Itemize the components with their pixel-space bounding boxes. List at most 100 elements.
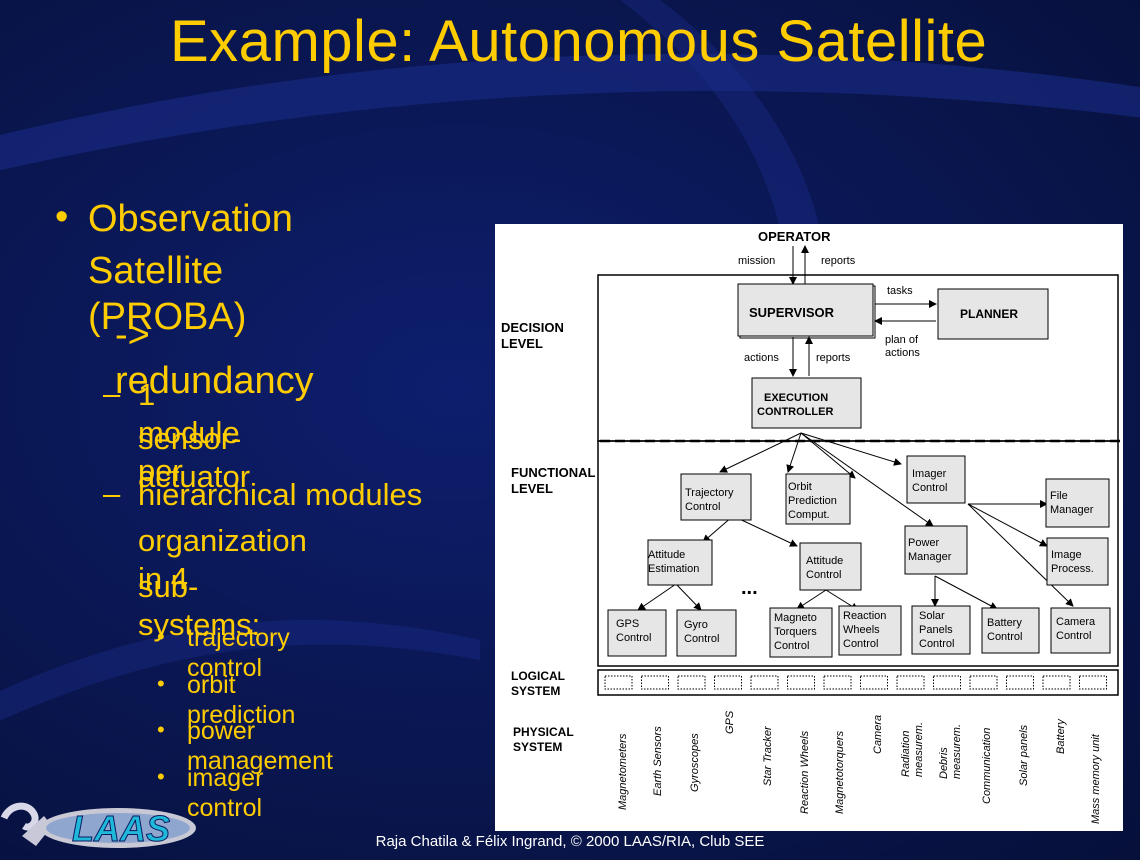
magneto-control-label: Control [774, 640, 809, 652]
subsystem-item: power management [187, 717, 333, 775]
bullet-marker: • [157, 717, 165, 742]
image-process-label: Image [1051, 549, 1082, 561]
imager-control-module: Imager Control [906, 455, 966, 504]
gyro-control-label: Gyro [684, 619, 708, 631]
supervisor-label: SUPERVISOR [749, 305, 835, 320]
attitude-estimation-label: Attitude [648, 549, 685, 561]
tasks-label: tasks [887, 285, 913, 297]
solar-panels-control-module: Solar Panels Control [911, 605, 971, 655]
file-manager-module: File Manager [1045, 478, 1110, 528]
bullet-marker: • [55, 196, 69, 238]
bullet-main-line2: Satellite (PROBA) [88, 250, 247, 338]
plan-of-actions-label: actions [885, 347, 920, 359]
magneto-torquers-control-module: Magneto Torquers Control [769, 607, 833, 658]
decision-level-label: LEVEL [501, 336, 543, 351]
logical-cell [1006, 675, 1034, 690]
architecture-diagram-svg: OPERATOR mission reports DECISION LEVEL … [501, 229, 1120, 824]
orbit-prediction-module: Orbit Prediction Comput. [785, 473, 851, 525]
bullet-main-line1: Observation [88, 198, 293, 240]
logical-cell [604, 675, 633, 690]
reaction-control-label: Reaction [843, 610, 886, 622]
attitude-estimation-label: Estimation [648, 563, 699, 575]
battery-control-label: Control [987, 631, 1022, 643]
physical-radiation: measurem. [913, 722, 925, 777]
trajectory-control-module: Trajectory Control [680, 473, 752, 521]
physical-mass-memory-unit: Mass memory unit [1090, 733, 1102, 824]
solar-control-label: Solar [919, 610, 945, 622]
physical-battery: Battery [1055, 718, 1067, 754]
gps-control-label: GPS [616, 618, 639, 630]
gyro-control-label: Control [684, 633, 719, 645]
physical-earth-sensors: Earth Sensors [652, 726, 664, 796]
slide-title: Example: Autonomous Satellite [170, 9, 988, 74]
dash-marker: – [103, 376, 121, 411]
file-manager-label: File [1050, 490, 1068, 502]
image-process-module: Image Process. [1046, 537, 1109, 586]
solar-control-label: Panels [919, 624, 953, 636]
reports-top-label: reports [821, 255, 856, 267]
dispatch-arrows [637, 432, 1074, 611]
reaction-control-label: Control [843, 638, 878, 650]
actions-label: actions [744, 352, 779, 364]
gps-control-module: GPS Control [607, 609, 667, 657]
architecture-diagram: OPERATOR mission reports DECISION LEVEL … [495, 224, 1123, 831]
logical-cell [823, 675, 852, 690]
battery-control-module: Battery Control [981, 607, 1040, 654]
execution-controller-box [751, 377, 862, 429]
logical-cell [1042, 675, 1071, 690]
supervisor-box [737, 283, 874, 337]
sub2-line1: hierarchical modules [138, 477, 423, 512]
orbit-label: Prediction [788, 495, 837, 507]
reports-mid-label: reports [816, 352, 851, 364]
imager-label: Control [912, 482, 947, 494]
trajectory-label: Control [685, 501, 720, 513]
magneto-control-label: Torquers [774, 626, 817, 638]
logical-cell [750, 675, 779, 690]
physical-star-tracker: Star Tracker [762, 725, 774, 786]
execution-controller-label: EXECUTION [764, 392, 828, 404]
physical-radiation: Radiation [900, 731, 912, 777]
subsystem-item: orbit prediction [187, 671, 296, 729]
camera-control-label: Camera [1056, 616, 1096, 628]
decision-level-label: DECISION [501, 320, 564, 335]
more-modules-ellipsis: ... [741, 577, 758, 599]
sub1-line1: 1 module per [138, 377, 240, 488]
physical-debris: measurem. [951, 724, 963, 779]
logical-system-label: SYSTEM [511, 684, 560, 698]
logo-text: LAAS [72, 808, 170, 849]
file-manager-label: Manager [1050, 504, 1094, 516]
planner-box [937, 288, 1049, 340]
physical-communication: Communication [981, 728, 993, 804]
physical-system-label: PHYSICAL [513, 725, 574, 739]
sub2-line3: sub-systems: [138, 569, 261, 642]
image-process-label: Process. [1051, 563, 1094, 575]
planner-label: PLANNER [960, 307, 1018, 321]
physical-solar-panels: Solar panels [1018, 724, 1030, 786]
physical-gyroscopes: Gyroscopes [689, 733, 701, 792]
physical-magnetometers: Magnetometers [617, 733, 629, 810]
logical-cell [969, 675, 998, 690]
physical-magnetotorquers: Magnetotorquers [834, 730, 846, 814]
mission-label: mission [738, 255, 775, 267]
physical-system-label: SYSTEM [513, 740, 562, 754]
subsystem-item: imager control [187, 764, 264, 822]
operator-label: OPERATOR [758, 229, 831, 244]
logical-system-bus [597, 669, 1119, 696]
logical-cells [604, 675, 1107, 690]
attitude-control-label: Attitude [806, 555, 843, 567]
arrow-line: -> redundancy [115, 314, 314, 402]
logical-cell [896, 675, 925, 690]
gyro-control-module: Gyro Control [676, 609, 737, 657]
reaction-control-label: Wheels [843, 624, 880, 636]
plan-of-actions-label: plan of [885, 334, 919, 346]
physical-reaction-wheels: Reaction Wheels [799, 730, 811, 814]
magneto-control-label: Magneto [774, 612, 817, 624]
logical-cell [641, 675, 669, 690]
bullet-marker: • [157, 671, 165, 696]
power-manager-label: Manager [908, 551, 952, 563]
bullet-marker: • [157, 764, 165, 789]
logical-cell [860, 675, 888, 690]
logical-cell [1079, 675, 1107, 690]
laas-logo: LAAS [0, 802, 196, 850]
power-manager-module: Power Manager [904, 525, 968, 575]
